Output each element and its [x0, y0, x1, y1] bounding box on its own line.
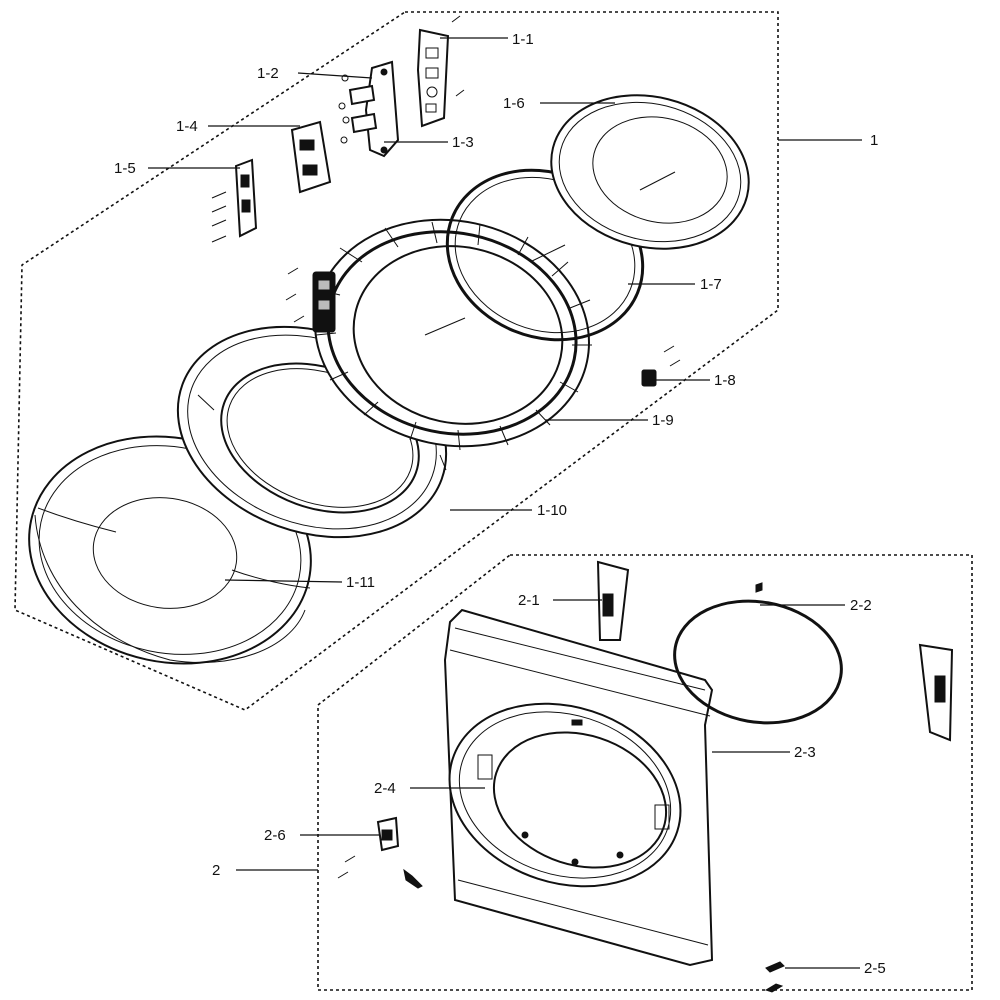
label-1-1: 1-1: [512, 31, 534, 48]
leader-lines: [148, 37, 862, 969]
label-2: 2: [212, 862, 220, 879]
label-1-5: 1-5: [114, 160, 136, 177]
label-2-6: 2-6: [264, 827, 286, 844]
part-front-panel: [443, 608, 714, 967]
part-labels: 1 1-1 1-2 1-3 1-4 1-5 1-6 1-7 1-8 1-9 1-…: [114, 31, 886, 977]
label-1-10: 1-10: [537, 502, 567, 519]
part-inner-frame: [312, 218, 592, 451]
label-1-6: 1-6: [503, 95, 525, 112]
label-1-9: 1-9: [652, 412, 674, 429]
label-1-2: 1-2: [257, 65, 279, 82]
part-lock: [376, 816, 400, 852]
label-1: 1: [870, 132, 878, 149]
label-2-5: 2-5: [864, 960, 886, 977]
label-2-4: 2-4: [374, 780, 396, 797]
label-2-1: 2-1: [518, 592, 540, 609]
label-2-3: 2-3: [794, 744, 816, 761]
part-handle-cover: [290, 120, 332, 194]
part-right-bracket: [918, 643, 954, 742]
assembly-1-boundary: [14, 11, 779, 711]
label-1-3: 1-3: [452, 134, 474, 151]
label-1-4: 1-4: [176, 118, 198, 135]
part-front-ring: [673, 582, 843, 725]
label-1-7: 1-7: [700, 276, 722, 293]
part-door-glass: [550, 94, 750, 250]
assembly-2-boundary: [317, 554, 973, 991]
label-1-11: 1-11: [346, 574, 375, 591]
label-2-2: 2-2: [850, 597, 872, 614]
part-hinge-plate: [416, 15, 465, 128]
label-1-8: 1-8: [714, 372, 736, 389]
part-handle: [211, 158, 258, 243]
part-front-hinge-bracket: [596, 560, 630, 641]
part-clips: [337, 855, 785, 993]
part-screws: [285, 267, 305, 323]
part-hinge: [338, 60, 400, 158]
part-door-switch: [641, 345, 681, 387]
